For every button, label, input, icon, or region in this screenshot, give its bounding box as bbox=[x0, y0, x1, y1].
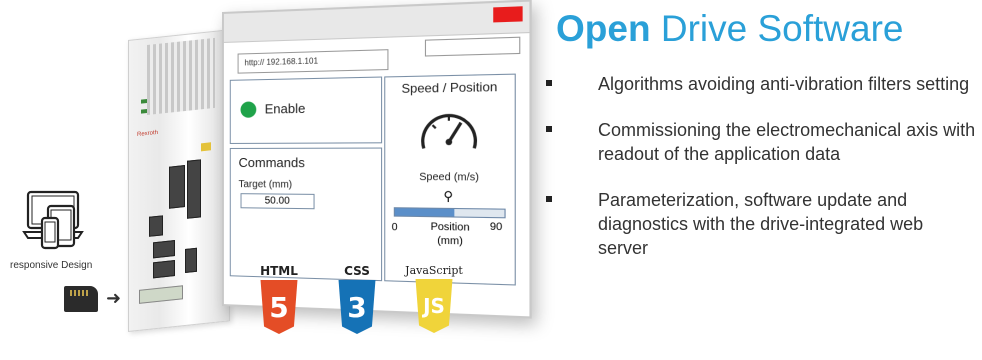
list-item-text: Parameterization, software update and di… bbox=[598, 190, 924, 258]
page-title: Open Drive Software bbox=[556, 8, 903, 50]
browser-tab-bar bbox=[223, 1, 530, 43]
feature-list: Algorithms avoiding anti-vibration filte… bbox=[546, 72, 976, 282]
css3-logo-name: CSS bbox=[344, 264, 370, 278]
speed-label: Speed (m/s) bbox=[419, 171, 479, 184]
enable-label: Enable bbox=[264, 100, 306, 117]
search-bar[interactable] bbox=[424, 36, 521, 57]
ethernet-port bbox=[153, 260, 175, 279]
css3-digit: 3 bbox=[347, 290, 367, 324]
speedometer-icon bbox=[417, 105, 481, 156]
bullet-icon bbox=[546, 196, 552, 202]
drive-brand: Rexroth bbox=[137, 129, 159, 139]
list-item-text: Commissioning the electromechanical axis… bbox=[598, 120, 976, 164]
position-slider-fill bbox=[394, 208, 455, 217]
devices-icon bbox=[22, 190, 84, 250]
list-item: Commissioning the electromechanical axis… bbox=[546, 118, 976, 166]
location-pin-icon: ⚲ bbox=[443, 188, 454, 204]
list-item: Algorithms avoiding anti-vibration filte… bbox=[546, 72, 976, 96]
target-label: Target (mm) bbox=[238, 179, 293, 191]
title-bold: Open bbox=[556, 8, 651, 49]
position-max: 90 bbox=[489, 221, 503, 234]
bullet-icon bbox=[546, 126, 552, 132]
css3-logo: CSS 3 bbox=[326, 264, 388, 334]
position-label: Position (mm) bbox=[430, 221, 470, 248]
enable-control[interactable]: Enable bbox=[240, 100, 306, 119]
speed-position-title: Speed / Position bbox=[401, 79, 498, 97]
drive-display bbox=[139, 285, 183, 304]
drive-unit: Rexroth bbox=[128, 29, 230, 333]
close-button[interactable] bbox=[493, 6, 523, 23]
position-slider[interactable] bbox=[393, 207, 506, 219]
bullet-icon bbox=[546, 80, 552, 86]
connector-port bbox=[185, 247, 197, 274]
address-bar[interactable]: http:// 192.168.1.101 bbox=[237, 49, 389, 74]
responsive-design-label: responsive Design bbox=[10, 260, 93, 271]
html5-logo-name: HTML bbox=[260, 264, 298, 278]
arrow-right-icon: ➜ bbox=[106, 288, 122, 308]
enable-panel: Enable bbox=[229, 76, 383, 144]
title-rest: Drive Software bbox=[660, 8, 904, 49]
javascript-logo-name: JavaScript bbox=[405, 264, 463, 277]
heat-sink bbox=[147, 37, 215, 116]
commands-title: Commands bbox=[238, 154, 305, 171]
enable-indicator-icon bbox=[240, 101, 257, 118]
ethernet-port bbox=[153, 240, 175, 259]
javascript-shield-icon: JS bbox=[415, 279, 453, 333]
devices-illustration bbox=[22, 188, 102, 258]
status-led bbox=[141, 109, 147, 114]
speed-position-panel: Speed / Position Speed (m/s) ⚲ 0 Positio… bbox=[384, 73, 516, 286]
javascript-digit: JS bbox=[423, 294, 445, 318]
target-input[interactable]: 50.00 bbox=[240, 193, 315, 210]
list-item: Parameterization, software update and di… bbox=[546, 188, 976, 260]
connector-port bbox=[149, 215, 163, 237]
connector-port bbox=[169, 165, 185, 209]
html5-shield-icon: 5 bbox=[260, 280, 298, 334]
connector-port bbox=[187, 159, 201, 219]
position-min: 0 bbox=[391, 221, 398, 234]
html5-digit: 5 bbox=[269, 290, 289, 324]
status-led bbox=[141, 99, 147, 104]
list-item-text: Algorithms avoiding anti-vibration filte… bbox=[598, 74, 970, 94]
html5-logo: HTML 5 bbox=[248, 264, 310, 334]
css3-shield-icon: 3 bbox=[338, 280, 376, 334]
commands-panel: Commands Target (mm) 50.00 bbox=[229, 147, 383, 282]
sd-card-icon bbox=[64, 286, 98, 312]
javascript-logo: JavaScript JS bbox=[398, 264, 470, 333]
warning-label bbox=[201, 142, 211, 152]
